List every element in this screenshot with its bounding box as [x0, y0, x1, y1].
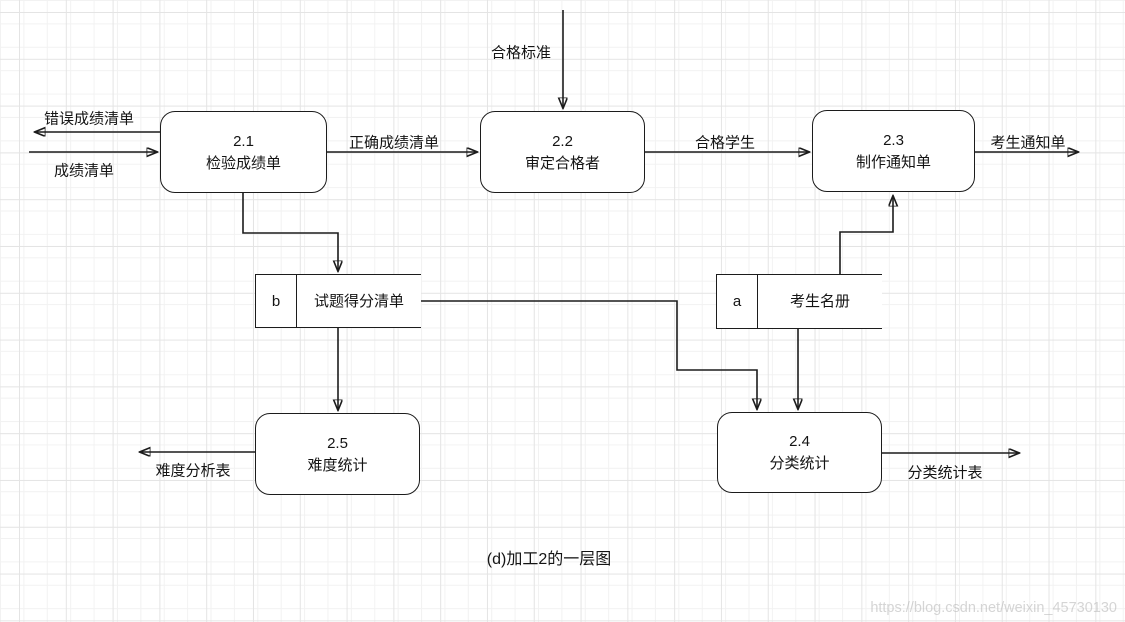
flow-process21-to-store-b-line: [242, 193, 338, 271]
label-score-list: 成绩清单: [53, 162, 115, 180]
watermark-url: https://blog.csdn.net/weixin_45730130: [870, 600, 1117, 616]
flow-store-a-to-process23-line: [839, 196, 893, 274]
label-qualification-standard: 合格标准: [490, 44, 552, 62]
label-wrong-score-list: 错误成绩清单: [43, 110, 135, 128]
process-id: 2.4: [789, 433, 810, 450]
process-id: 2.1: [233, 132, 254, 150]
process-name: 制作通知单: [855, 153, 931, 171]
label-examinee-notification: 考生通知单: [990, 134, 1066, 152]
flow-store-b-to-process24-line: [421, 300, 757, 409]
process-2.2-verify-qualified: 2.2 审定合格者: [480, 111, 645, 193]
process-name: 审定合格者: [524, 154, 600, 172]
store-key: a: [717, 275, 758, 328]
label-correct-score-list: 正确成绩清单: [348, 134, 440, 152]
diagram-caption: (d)加工2的一层图: [486, 551, 612, 568]
process-2.4-classification-stats: 2.4 分类统计: [717, 412, 882, 493]
store-name: 考生名册: [789, 293, 850, 310]
process-name: 分类统计: [769, 455, 830, 472]
process-2.1-check-score-list: 2.1 检验成绩单: [160, 111, 327, 193]
store-name: 试题得分清单: [313, 292, 404, 310]
process-2.5-difficulty-stats: 2.5 难度统计: [255, 413, 420, 495]
label-qualified-students: 合格学生: [694, 134, 756, 152]
process-name: 难度统计: [307, 456, 368, 474]
process-id: 2.2: [552, 132, 573, 150]
data-store-b-score-sheet: b 试题得分清单: [255, 274, 421, 328]
store-key: b: [256, 275, 297, 327]
process-id: 2.3: [883, 131, 904, 149]
process-id: 2.5: [327, 434, 348, 452]
process-2.3-make-notification: 2.3 制作通知单: [812, 110, 975, 192]
label-difficulty-analysis-table: 难度分析表: [155, 462, 231, 480]
label-classification-statistics-table: 分类统计表: [907, 464, 983, 482]
data-store-a-examinee-roster: a 考生名册: [716, 274, 882, 329]
process-name: 检验成绩单: [205, 154, 281, 172]
